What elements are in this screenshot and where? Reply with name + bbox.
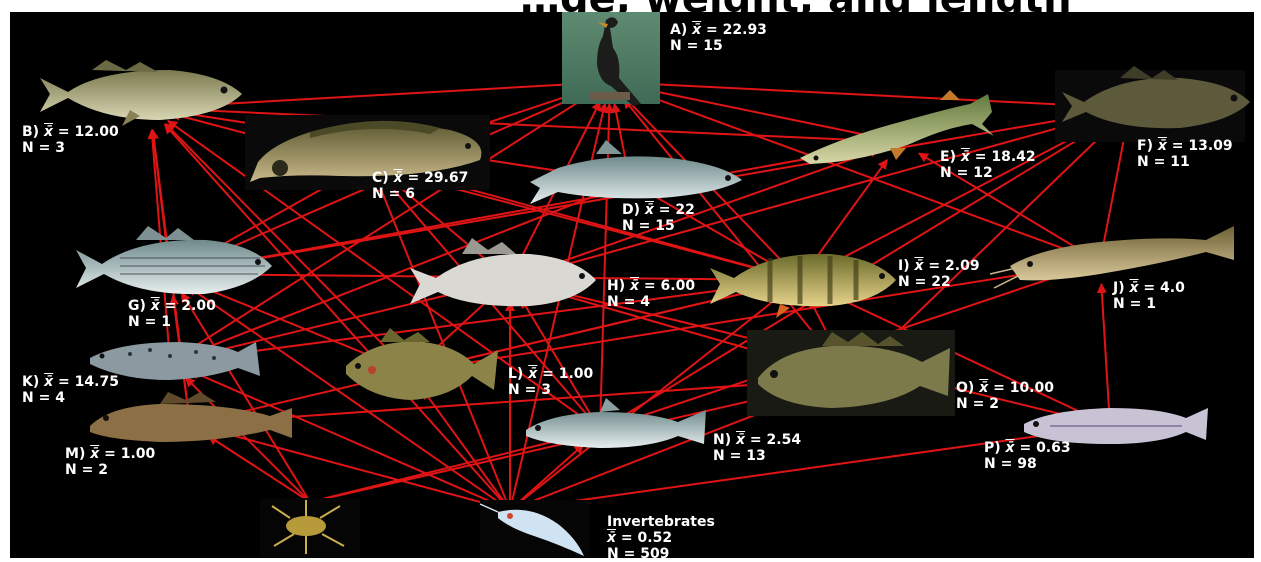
pumpkinseed-image — [346, 328, 498, 400]
label-a: A) x̄ = 22.93 N = 15 — [670, 22, 767, 54]
rock-bass-image — [747, 330, 955, 416]
round-goby-image — [90, 392, 292, 442]
label-o: O) x̄ = 10.00 N = 2 — [956, 380, 1054, 412]
label-b: B) x̄ = 12.00 N = 3 — [22, 124, 119, 156]
label-k: K) x̄ = 14.75 N = 4 — [22, 374, 119, 406]
white-perch-image — [410, 238, 596, 306]
label-p: P) x̄ = 0.63 N = 98 — [984, 440, 1071, 472]
label-i: I) x̄ = 2.09 N = 22 — [898, 258, 980, 290]
arrow-inv2-to-M — [208, 436, 310, 502]
label-e: E) x̄ = 18.42 N = 12 — [940, 149, 1036, 181]
header-strip: …ge, weight, and length — [0, 0, 1261, 12]
label-d: D) x̄ = 22 N = 15 — [622, 202, 695, 234]
shrimp-image — [480, 500, 590, 558]
label-m: M) x̄ = 1.00 N = 2 — [65, 446, 155, 478]
food-web-diagram: A) x̄ = 22.93 N = 15 B) x̄ = 12.00 N = 3… — [10, 12, 1254, 558]
label-g: G) x̄ = 2.00 N = 1 — [128, 298, 216, 330]
cormorant-image — [562, 12, 660, 106]
label-c: C) x̄ = 29.67 N = 6 — [372, 170, 468, 202]
stonefly-image — [260, 498, 360, 558]
label-invertebrates: Invertebrates x̄ = 0.52 N = 509 — [607, 514, 715, 558]
label-f: F) x̄ = 13.09 N = 11 — [1137, 138, 1233, 170]
label-j: J) x̄ = 4.0 N = 1 — [1113, 280, 1185, 312]
arrow-P-to-J — [1101, 284, 1110, 426]
largemouth-bass-image — [40, 60, 242, 126]
alewife-image — [526, 398, 706, 448]
label-h: H) x̄ = 6.00 N = 4 — [607, 278, 695, 310]
emerald-shiner-image — [1024, 408, 1208, 444]
arrow-inv-to-G — [188, 287, 510, 510]
white-bass-image — [76, 226, 272, 294]
smallmouth-bass-image — [1055, 66, 1250, 142]
arrow-inv-to-M — [211, 430, 510, 510]
label-n: N) x̄ = 2.54 N = 13 — [713, 432, 801, 464]
label-l: L) x̄ = 1.00 N = 3 — [508, 366, 593, 398]
salmon-image — [530, 140, 742, 204]
header-text: …ge, weight, and length — [520, 0, 1072, 12]
